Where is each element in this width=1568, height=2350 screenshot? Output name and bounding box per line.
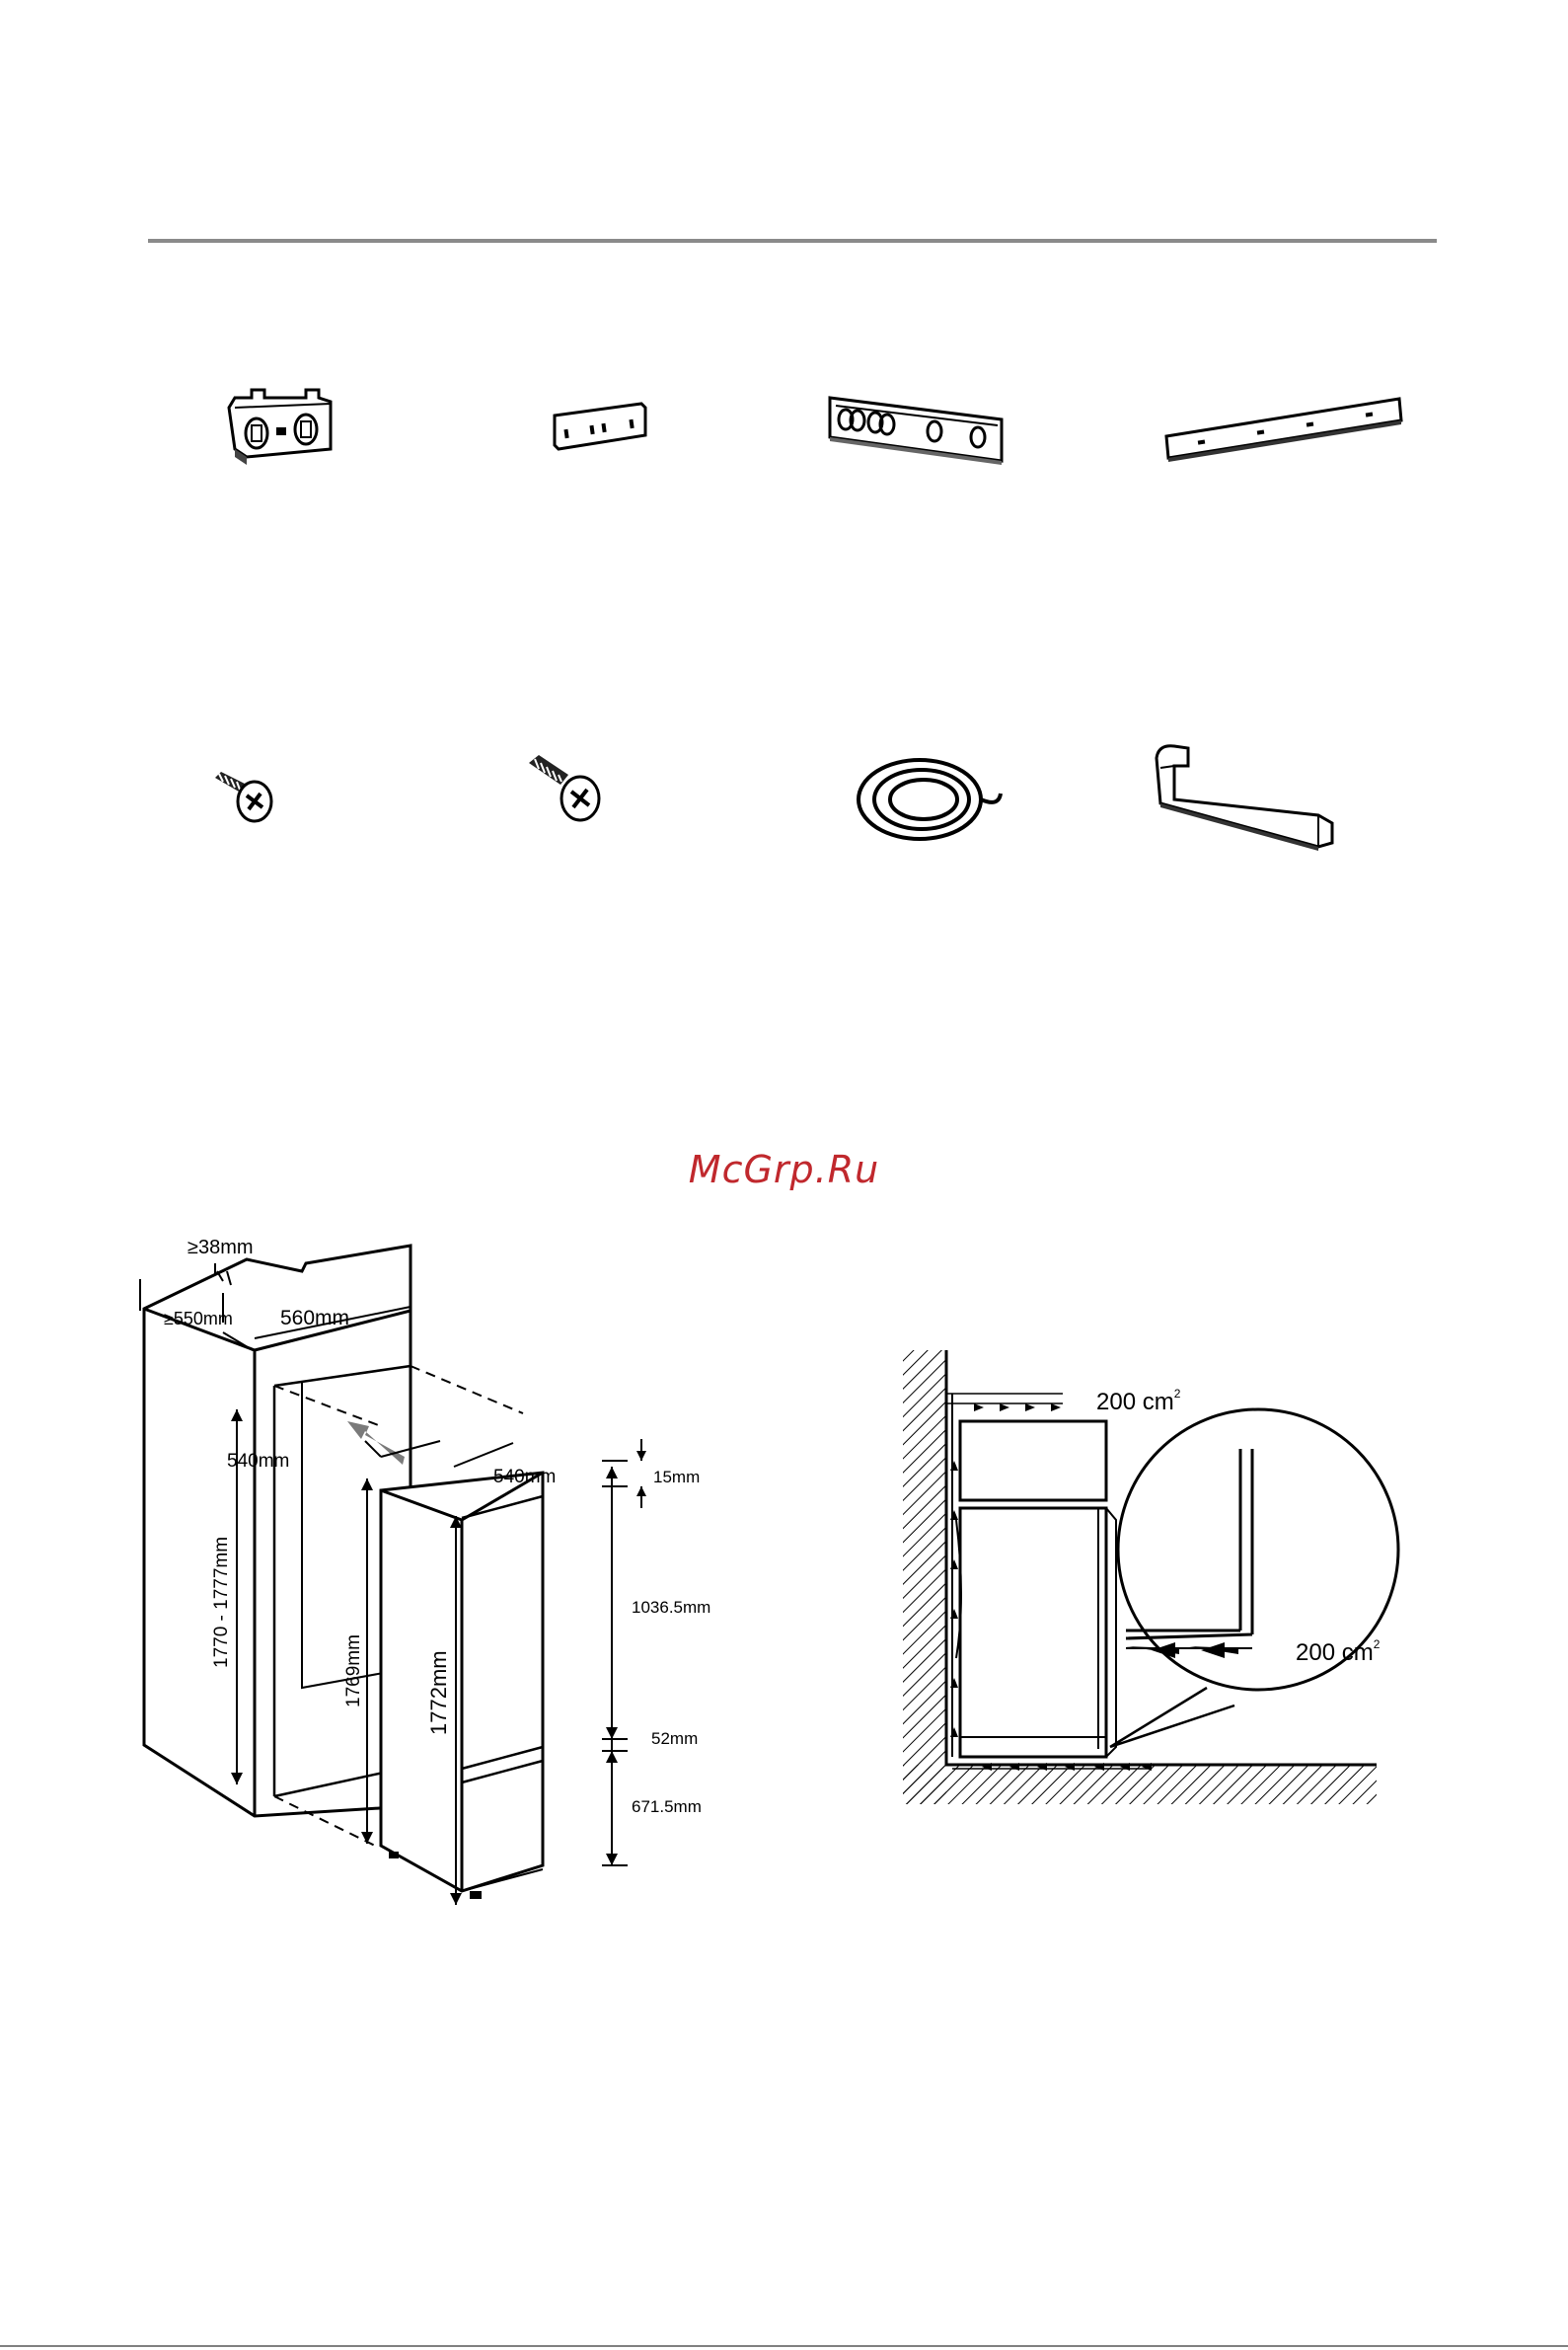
lower-door-label: 671.5mm <box>632 1797 702 1816</box>
upper-door-label: 1036.5mm <box>632 1598 710 1617</box>
l-bracket-icon <box>1145 740 1342 859</box>
niche-height-label: 1770 - 1777mm <box>211 1537 232 1668</box>
sealing-strip-roll-icon <box>851 752 1008 843</box>
header-divider <box>148 239 1437 243</box>
slotted-rail-icon <box>824 390 1011 469</box>
footer-marks <box>0 2343 1568 2350</box>
long-screw-icon <box>525 755 604 829</box>
appliance-side-height-label: 1769mm <box>343 1634 364 1707</box>
door-gap-label: 52mm <box>651 1729 698 1748</box>
small-plate-icon <box>551 400 649 454</box>
top-opening-label: 200 cm2 <box>1096 1387 1181 1415</box>
hinge-bracket-icon <box>217 380 345 469</box>
appliance-depth-label: 540mm <box>493 1467 556 1487</box>
niche-width-label: 560mm <box>280 1307 349 1329</box>
top-gap-label: 15mm <box>653 1468 700 1486</box>
depth-gap-label: ≥38mm <box>187 1237 254 1258</box>
short-screw-icon <box>209 770 278 829</box>
bottom-opening-label: 200 cm2 <box>1296 1637 1381 1666</box>
watermark: McGrp.Ru <box>0 1148 1568 1191</box>
installation-diagram: ≥38mm ≥550mm 560mm 540mm 540mm 15mm 1036… <box>128 1224 760 1934</box>
appliance-height-label: 1772mm <box>426 1650 451 1735</box>
ventilation-diagram: 200 cm2 200 cm2 <box>893 1342 1426 1816</box>
long-strip-icon <box>1162 393 1407 464</box>
niche-depth-label: ≥550mm <box>164 1309 233 1328</box>
appliance-width-label: 540mm <box>227 1451 289 1472</box>
